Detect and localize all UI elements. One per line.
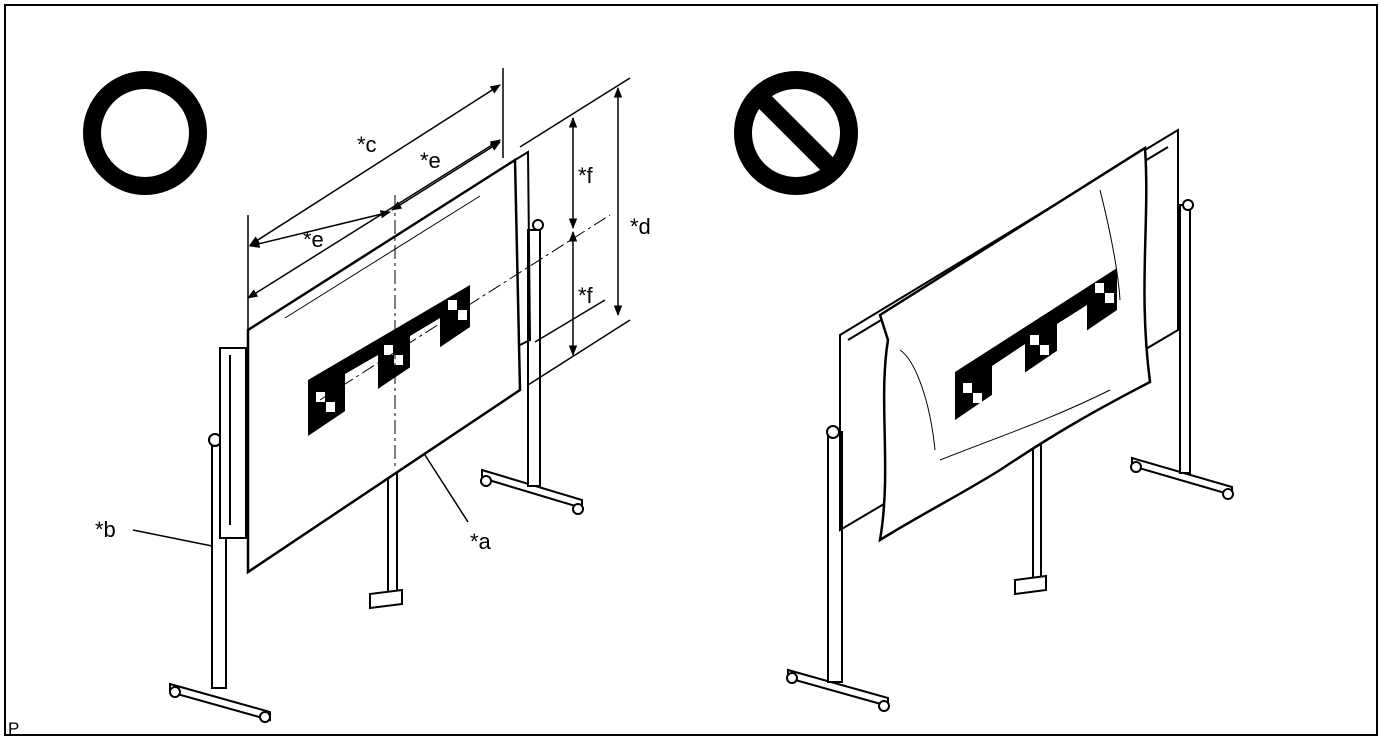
circle-ok-icon xyxy=(83,71,207,195)
label-e-upper: *e xyxy=(420,148,441,173)
right-stand xyxy=(480,219,584,515)
target-chart-right xyxy=(955,268,1117,420)
incorrect-setup xyxy=(734,71,1234,712)
label-e-lower: *e xyxy=(303,227,324,252)
dimension-lines xyxy=(132,68,631,547)
label-b: *b xyxy=(95,517,116,542)
label-a: *a xyxy=(470,529,492,554)
target-chart-left xyxy=(308,285,470,436)
left-stand xyxy=(169,347,271,723)
label-f-upper: *f xyxy=(578,163,594,188)
corner-code: P xyxy=(8,719,19,738)
label-f-lower: *f xyxy=(578,283,594,308)
right-stand-right-scene xyxy=(1130,199,1234,500)
correct-setup: *c *e *e *d *f *f *a *b xyxy=(83,68,651,723)
label-d: *d xyxy=(630,214,651,239)
label-c: *c xyxy=(357,132,377,157)
prohibited-icon xyxy=(734,71,858,195)
